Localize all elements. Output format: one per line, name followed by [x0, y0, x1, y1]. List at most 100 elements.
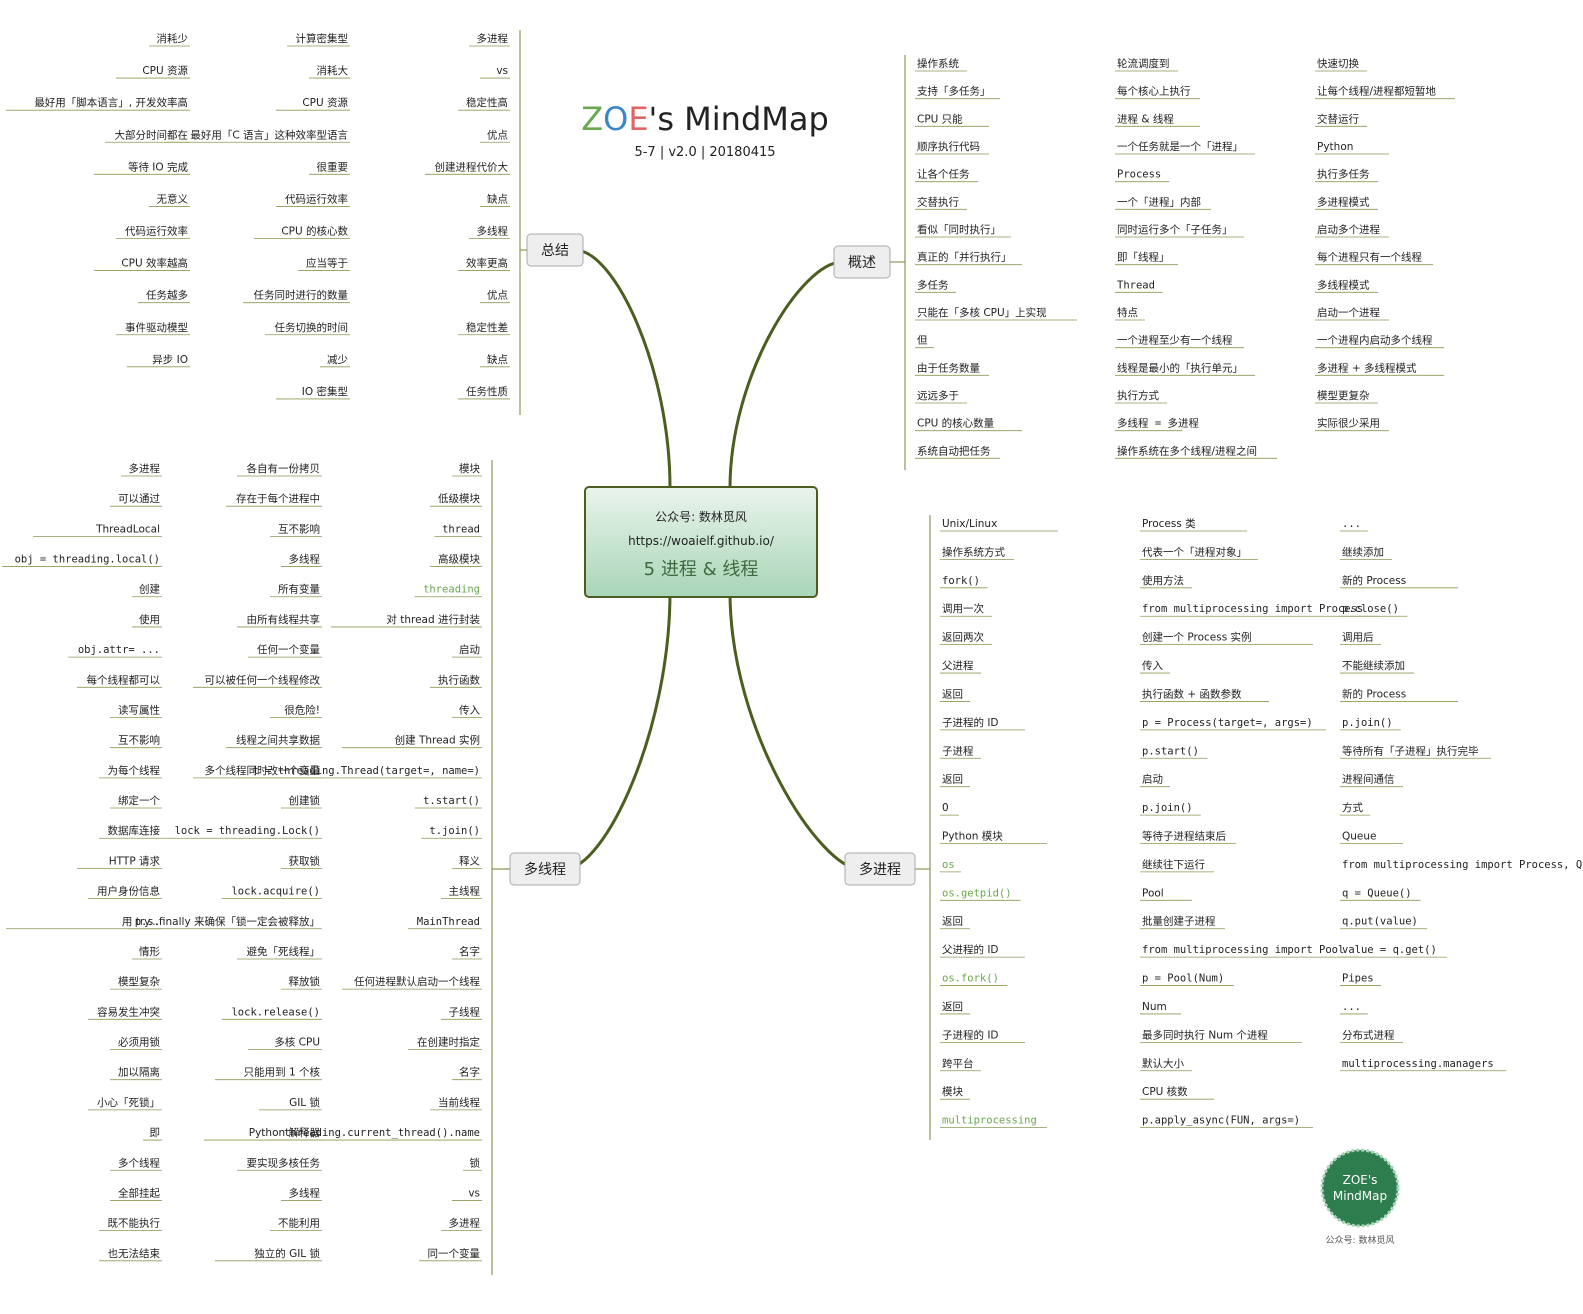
node-bottom_left-54[interactable]: 多进程 [129, 462, 161, 475]
node-top_right-42[interactable]: 模型更复杂 [1317, 389, 1370, 402]
node-bottom_right-0[interactable]: Unix/Linux [942, 518, 997, 530]
node-bottom_left-47[interactable]: 只能用到 1 个核 [244, 1066, 321, 1079]
node-bottom_left-34[interactable]: 可以被任何一个线程修改 [205, 673, 321, 686]
node-top_right-36[interactable]: 启动多个进程 [1317, 223, 1380, 236]
node-bottom_left-2[interactable]: thread [442, 523, 480, 535]
node-bottom_right-40[interactable]: 最多同时执行 Num 个进程 [1142, 1028, 1268, 1041]
node-top_right-25[interactable]: 一个进程至少有一个线程 [1117, 334, 1233, 347]
node-bottom_right-57[interactable]: q = Queue() [1342, 887, 1412, 899]
node-top_left-11[interactable]: 任务性质 [466, 385, 508, 398]
node-bottom_left-68[interactable]: 用户身份信息 [97, 885, 160, 898]
node-bottom_right-14[interactable]: 返回 [942, 916, 963, 928]
node-top_left-1[interactable]: vs [496, 65, 508, 77]
node-bottom_right-6[interactable]: 返回 [942, 688, 963, 700]
node-bottom_right-51[interactable]: p.join() [1342, 717, 1393, 729]
node-bottom_right-22[interactable]: Process 类 [1142, 517, 1196, 530]
node-bottom_right-49[interactable]: 不能继续添加 [1342, 659, 1405, 672]
node-bottom_left-26[interactable]: 同一个变量 [428, 1247, 481, 1260]
node-bottom_left-10[interactable]: t = threading.Thread(target=, name=) [252, 765, 480, 777]
node-bottom_left-41[interactable]: lock.acquire() [231, 886, 320, 898]
node-bottom_left-59[interactable]: 使用 [139, 613, 160, 626]
node-bottom_left-11[interactable]: t.start() [423, 795, 480, 807]
node-bottom_right-48[interactable]: 调用后 [1342, 632, 1374, 644]
node-bottom_right-21[interactable]: multiprocessing [942, 1115, 1037, 1127]
node-top_left-30[interactable]: 代码运行效率 [125, 225, 188, 238]
node-bottom_right-50[interactable]: 新的 Process [1342, 687, 1406, 700]
node-top_right-0[interactable]: 操作系统 [917, 57, 959, 70]
node-top_left-13[interactable]: 消耗大 [317, 64, 349, 77]
node-bottom_right-25[interactable]: from multiprocessing import Process [1142, 603, 1363, 615]
node-bottom_left-60[interactable]: obj.attr= ... [78, 644, 160, 656]
node-bottom_left-73[interactable]: 必须用锁 [118, 1036, 160, 1049]
node-bottom_left-32[interactable]: 由所有线程共享 [247, 613, 321, 626]
node-bottom_left-33[interactable]: 任何一个变量 [257, 643, 320, 656]
node-bottom_left-22[interactable]: threading.current_thread().name [284, 1127, 480, 1139]
node-bottom_left-45[interactable]: lock.release() [231, 1006, 320, 1018]
node-bottom_left-25[interactable]: 多进程 [449, 1217, 481, 1230]
node-bottom_left-67[interactable]: HTTP 请求 [109, 854, 161, 867]
node-bottom_left-24[interactable]: vs [468, 1187, 480, 1199]
node-bottom_left-6[interactable]: 启动 [459, 643, 480, 656]
node-bottom_left-17[interactable]: 任何进程默认启动一个线程 [354, 975, 480, 988]
node-bottom_right-56[interactable]: from multiprocessing import Process, Que… [1342, 859, 1583, 871]
node-bottom_right-8[interactable]: 子进程 [942, 745, 974, 757]
node-top_right-7[interactable]: 真正的「并行执行」 [917, 251, 1012, 264]
node-bottom_right-45[interactable]: 继续添加 [1342, 545, 1384, 558]
node-top_right-41[interactable]: 多进程 + 多线程模式 [1317, 361, 1417, 374]
node-bottom_right-37[interactable]: from multiprocessing import Pool [1142, 944, 1344, 956]
node-top_right-26[interactable]: 线程是最小的「执行单元」 [1117, 361, 1243, 374]
node-bottom_left-14[interactable]: 主线程 [449, 885, 481, 898]
node-top_left-8[interactable]: 优点 [487, 289, 508, 302]
node-top_left-34[interactable]: 异步 IO [152, 354, 188, 366]
node-top_left-33[interactable]: 事件驱动模型 [125, 321, 188, 334]
node-bottom_left-38[interactable]: 创建锁 [289, 794, 321, 807]
node-top_left-20[interactable]: 任务同时进行的数量 [254, 289, 349, 302]
node-bottom_left-46[interactable]: 多核 CPU [274, 1036, 320, 1049]
node-bottom_left-18[interactable]: 子线程 [449, 1005, 481, 1018]
node-top_right-20[interactable]: 一个「进程」内部 [1117, 195, 1201, 208]
node-bottom_left-20[interactable]: 名字 [459, 1066, 480, 1079]
node-bottom_right-2[interactable]: fork() [942, 575, 980, 587]
node-top_left-19[interactable]: 应当等于 [306, 257, 348, 270]
node-top_right-31[interactable]: 让每个线程/进程都短暂地 [1317, 85, 1437, 98]
node-top_right-40[interactable]: 一个进程内启动多个线程 [1317, 334, 1433, 347]
node-bottom_left-58[interactable]: 创建 [139, 583, 160, 596]
node-bottom_left-72[interactable]: 容易发生冲突 [97, 1005, 160, 1018]
node-top_right-9[interactable]: 只能在「多核 CPU」上实现 [917, 306, 1047, 319]
node-top_right-37[interactable]: 每个进程只有一个线程 [1317, 251, 1422, 264]
node-bottom_left-66[interactable]: 数据库连接 [108, 824, 161, 837]
node-bottom_left-19[interactable]: 在创建时指定 [417, 1036, 480, 1049]
node-bottom_left-56[interactable]: ThreadLocal [95, 523, 160, 535]
node-bottom_left-50[interactable]: 要实现多核任务 [247, 1156, 321, 1169]
node-top_right-3[interactable]: 顺序执行代码 [917, 140, 980, 153]
node-bottom_left-1[interactable]: 低级模块 [438, 492, 480, 505]
node-bottom_left-57[interactable]: obj = threading.local() [15, 554, 160, 566]
node-bottom_left-43[interactable]: 避免「死线程」 [247, 945, 321, 958]
node-bottom_left-64[interactable]: 为每个线程 [108, 764, 161, 777]
node-bottom_right-18[interactable]: 子进程的 ID [942, 1028, 999, 1041]
node-bottom_left-7[interactable]: 执行函数 [438, 673, 480, 686]
node-bottom_left-79[interactable]: 既不能执行 [108, 1217, 161, 1230]
node-top_right-35[interactable]: 多进程模式 [1317, 195, 1370, 208]
node-top_left-7[interactable]: 效率更高 [466, 257, 508, 270]
node-top_left-14[interactable]: CPU 资源 [302, 96, 348, 109]
node-bottom_left-16[interactable]: 名字 [459, 945, 480, 958]
node-bottom_left-77[interactable]: 多个线程 [118, 1156, 160, 1169]
node-bottom_right-19[interactable]: 跨平台 [942, 1057, 974, 1070]
node-bottom_right-26[interactable]: 创建一个 Process 实例 [1142, 631, 1252, 644]
node-bottom_left-3[interactable]: 高级模块 [438, 553, 480, 566]
node-bottom_right-5[interactable]: 父进程 [942, 660, 974, 672]
node-bottom_right-34[interactable]: 继续往下运行 [1142, 858, 1205, 871]
node-bottom_right-1[interactable]: 操作系统方式 [942, 545, 1005, 558]
node-top_left-18[interactable]: CPU 的核心数 [281, 225, 348, 238]
node-bottom_left-5[interactable]: 对 thread 进行封装 [386, 613, 480, 626]
node-bottom_left-53[interactable]: 独立的 GIL 锁 [254, 1247, 320, 1260]
node-bottom_left-70[interactable]: 情形 [139, 945, 160, 958]
node-top_right-8[interactable]: 多任务 [917, 278, 949, 291]
node-bottom_left-27[interactable]: 各自有一份拷贝 [247, 462, 321, 475]
node-bottom_left-71[interactable]: 模型复杂 [118, 975, 160, 988]
node-bottom_left-21[interactable]: 当前线程 [438, 1096, 480, 1109]
node-bottom_right-47[interactable]: p.close() [1342, 603, 1399, 615]
node-bottom_left-37[interactable]: 多个线程同时改一个变量 [205, 764, 321, 777]
